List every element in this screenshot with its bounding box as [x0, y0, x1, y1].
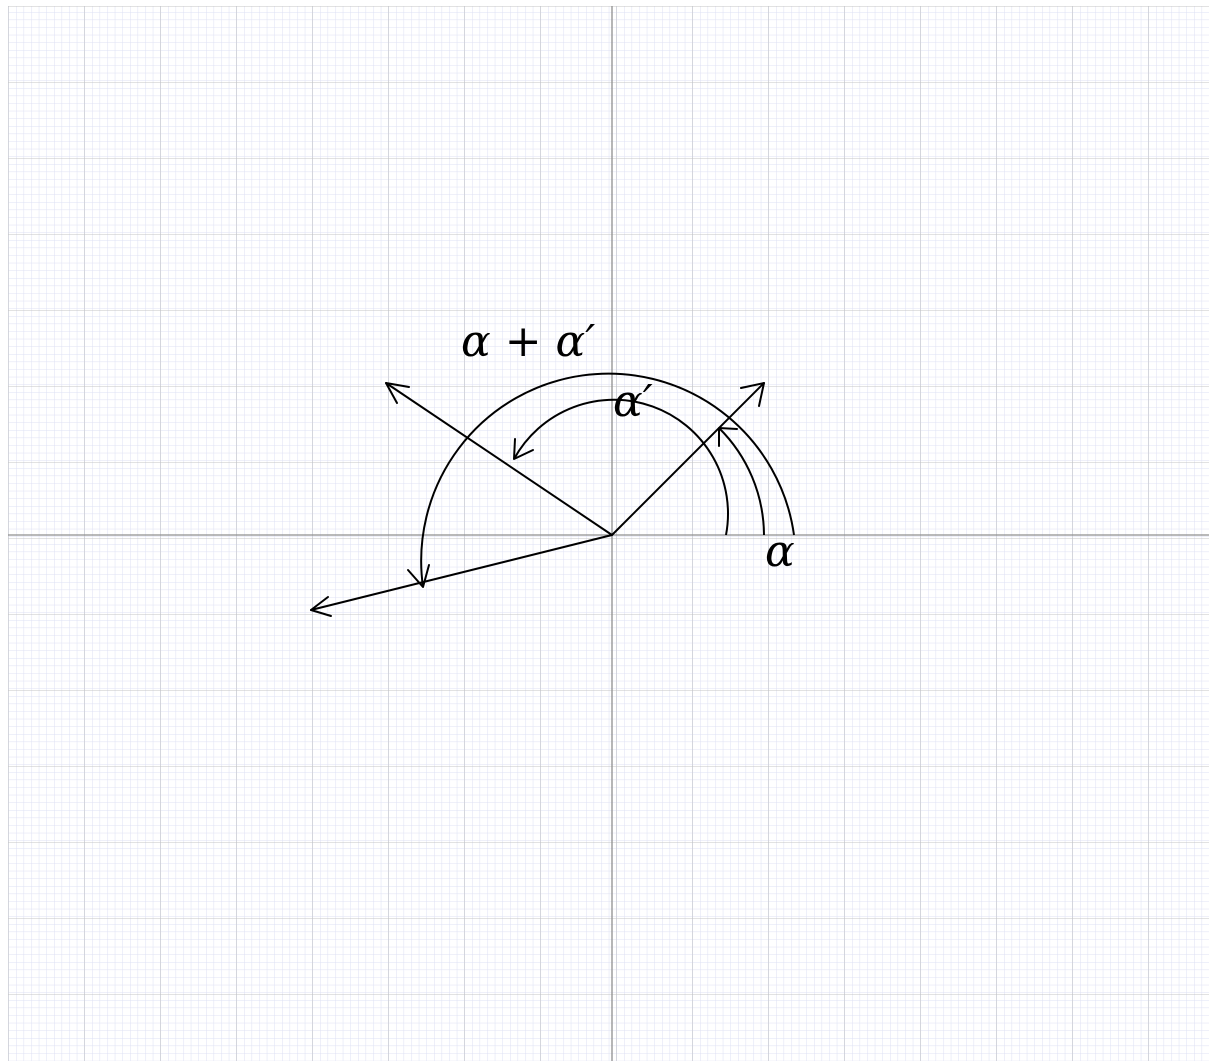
vector-alpha	[611, 382, 765, 536]
vector-alpha-plus-alpha-prime	[310, 534, 613, 617]
arc-alpha-prime	[513, 398, 729, 536]
arc-alpha	[718, 427, 765, 536]
label-alpha-prime: α′	[613, 376, 653, 427]
label-alpha-plus-alpha-prime: α + α′	[461, 316, 595, 367]
arc-alpha-plus-alpha-prime	[407, 372, 795, 588]
vector-alpha-prime	[385, 382, 613, 536]
label-alpha: α	[765, 526, 795, 577]
